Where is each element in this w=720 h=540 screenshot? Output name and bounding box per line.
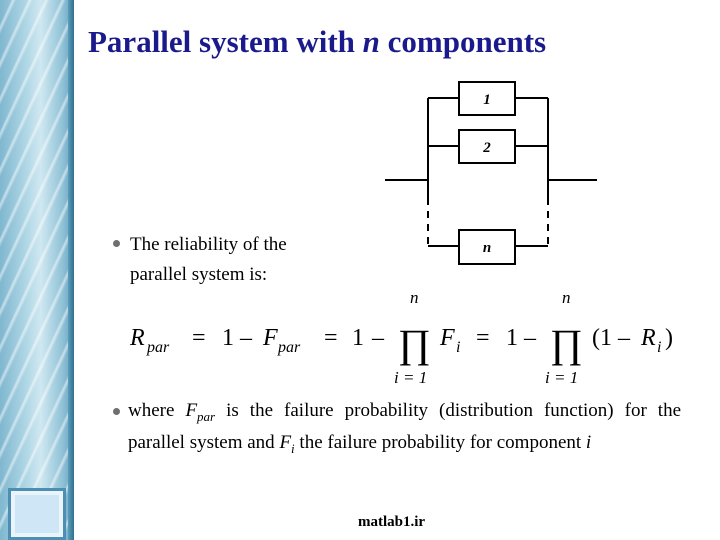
component-label-1: 1	[483, 92, 491, 108]
sidebar-edge	[68, 0, 74, 540]
formula-R: R	[129, 325, 145, 351]
bullet-1-text: The reliability of the parallel system i…	[130, 234, 287, 285]
formula-one-3: 1	[506, 325, 518, 351]
bullet-2-text: where Fpar is the failure probability (d…	[128, 400, 681, 456]
formula-F-sub: par	[277, 339, 301, 356]
sidebar-stripes	[0, 0, 74, 540]
formula-minus-3: –	[523, 325, 537, 351]
formula-one-1: 1	[222, 325, 234, 351]
formula-Fi-sub: i	[456, 339, 460, 356]
formula-paren-open: (1 –	[592, 325, 631, 351]
product-symbol-1: ∏	[398, 321, 431, 366]
slide-title: Parallel system with n components	[88, 24, 547, 59]
product-1-upper: n	[410, 288, 419, 307]
product-1-lower: i = 1	[394, 368, 427, 387]
bullet-2	[113, 408, 120, 415]
formula-F: F	[262, 325, 278, 351]
formula-minus-2: –	[371, 325, 385, 351]
bullet-1	[113, 240, 120, 247]
product-symbol-2: ∏	[550, 321, 583, 366]
component-box-2	[458, 129, 516, 164]
formula-one-2: 1	[352, 325, 364, 351]
formula-eq1: =	[192, 325, 206, 351]
component-label-2: 2	[482, 140, 491, 156]
sidebar-tile	[8, 488, 66, 540]
formula-R-sub: par	[146, 339, 170, 356]
formula-eq2: =	[324, 325, 338, 351]
formula-minus-1: –	[239, 325, 253, 351]
decorative-sidebar	[0, 0, 74, 540]
product-2-upper: n	[562, 288, 571, 307]
formula-Ri: R	[640, 325, 656, 351]
component-box-n	[458, 229, 516, 265]
formula-Fi: F	[439, 325, 455, 351]
formula-paren-close: )	[665, 325, 673, 351]
component-box-1	[458, 81, 516, 116]
footer-watermark: matlab1.ir	[358, 514, 426, 530]
product-2-lower: i = 1	[545, 368, 578, 387]
formula-eq3: =	[476, 325, 490, 351]
component-label-n: n	[483, 240, 491, 256]
formula-Ri-sub: i	[657, 339, 661, 356]
